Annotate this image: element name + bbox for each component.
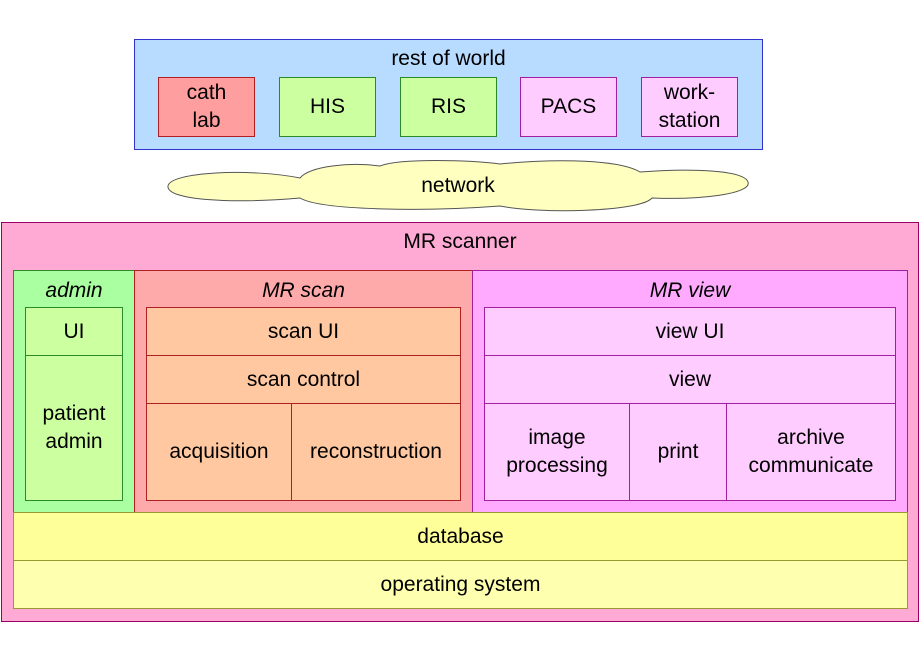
print-box: print — [629, 403, 727, 501]
archive-communicate-box: archive communicate — [726, 403, 896, 501]
network-label: network — [421, 174, 495, 197]
his-box: HIS — [279, 77, 376, 137]
cath-lab-box: cath lab — [158, 77, 255, 137]
database-box: database — [13, 512, 908, 561]
admin-title: admin — [45, 279, 103, 302]
scan-control-box: scan control — [146, 355, 461, 404]
mr-scanner-title: MR scanner — [403, 230, 517, 253]
view-ui-box: view UI — [484, 307, 896, 356]
mr-scan-title: MR scan — [262, 279, 345, 302]
scan-ui-box: scan UI — [146, 307, 461, 356]
pacs-box: PACS — [520, 77, 617, 137]
image-processing-box: image processing — [484, 403, 630, 501]
mr-view-title: MR view — [649, 279, 731, 302]
workstation-box: work- station — [641, 77, 738, 137]
patient-admin-box: patient admin — [25, 355, 123, 501]
ris-box: RIS — [400, 77, 497, 137]
admin-ui-box: UI — [25, 307, 123, 356]
view-box: view — [484, 355, 896, 404]
acquisition-box: acquisition — [146, 403, 292, 501]
operating-system-box: operating system — [13, 560, 908, 609]
rest-of-world-title: rest of world — [391, 47, 506, 70]
reconstruction-box: reconstruction — [291, 403, 461, 501]
